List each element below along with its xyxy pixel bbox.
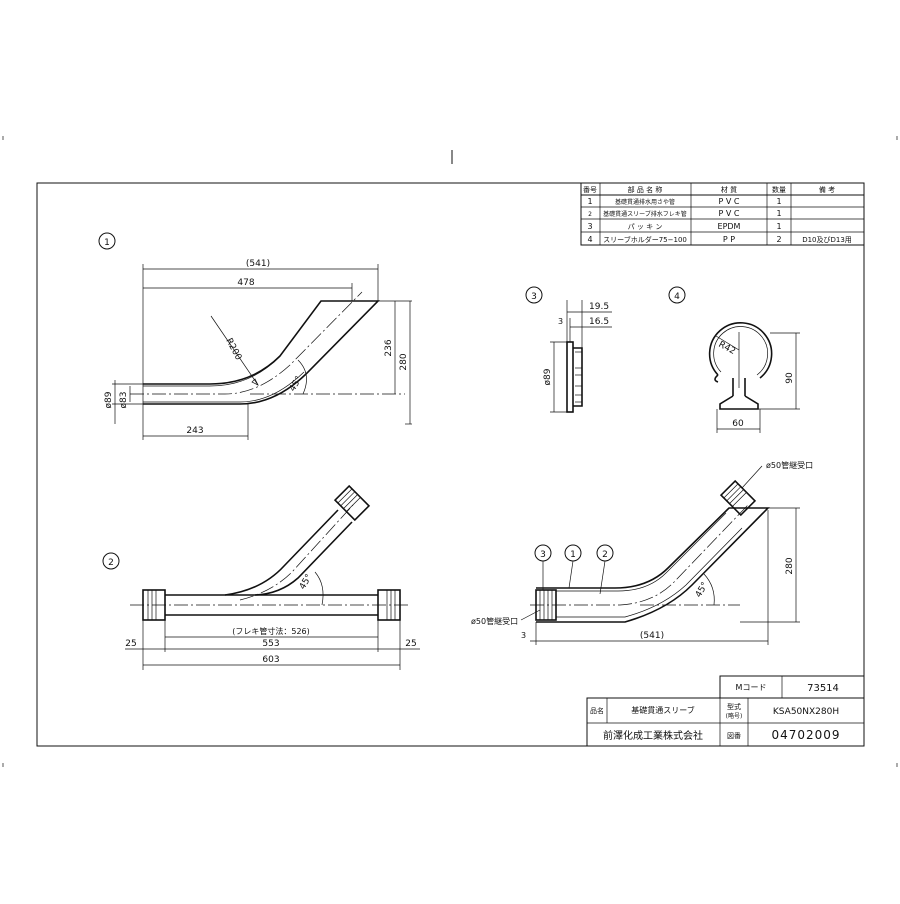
- socket-top-label: ø50管継受口: [766, 460, 813, 470]
- dim-603: 603: [262, 655, 279, 665]
- dim-dia: ø89: [543, 368, 553, 385]
- title-block: Mコード 73514 品名 基礎貫通スリーブ 型式 (略号) KSA50NX28…: [586, 675, 865, 747]
- view-1-sleeve-pipe: 1 R200 45° (541) 478 243 236 2: [98, 232, 412, 440]
- dim-total: (541): [246, 259, 270, 269]
- table-cell: 2: [776, 235, 781, 244]
- parts-table: 番号 部 品 名 称 材 質 数量 備 考 1 基礎貫通排水用さや管 P V C…: [580, 182, 865, 246]
- radius-label: R42: [717, 340, 737, 357]
- dim-541: (541): [640, 631, 664, 641]
- table-cell: P P: [723, 235, 735, 244]
- model-label: 型式: [727, 702, 741, 711]
- dim-25-right: 25: [405, 639, 416, 649]
- view-balloon-label: 1: [104, 238, 110, 248]
- socket-left-label: ø50管継受口: [471, 616, 518, 626]
- dim-236: 236: [384, 339, 394, 356]
- dim-19-5: 19.5: [589, 302, 609, 312]
- table-cell: 2: [588, 211, 592, 218]
- assembly-balloon-label: 3: [540, 550, 546, 560]
- company-name: 前澤化成工業株式会社: [603, 729, 703, 742]
- table-cell: 1: [776, 197, 781, 206]
- dim-553: 553: [262, 639, 279, 649]
- drawing-number: 04702009: [771, 728, 840, 742]
- model-value: KSA50NX280H: [773, 707, 839, 717]
- dim-25-left: 25: [125, 639, 136, 649]
- view-balloon-label: 2: [108, 558, 114, 568]
- name-label: 品名: [590, 706, 604, 715]
- table-header: 番号: [583, 186, 597, 194]
- table-cell: D10及びD13用: [802, 236, 852, 244]
- table-header: 材 質: [721, 185, 737, 194]
- mcode-value: 73514: [807, 683, 839, 694]
- table-cell: パ ッ キ ン: [628, 223, 663, 231]
- table-cell: 基礎貫通排水用さや管: [615, 198, 675, 206]
- dim-280: 280: [399, 353, 409, 370]
- view-balloon-label: 3: [531, 292, 537, 302]
- table-cell: スリーブホルダー75−100: [603, 235, 687, 244]
- assembly-balloon-label: 1: [570, 550, 576, 560]
- assembly-balloon-label: 2: [602, 550, 608, 560]
- table-header: 数量: [772, 185, 786, 194]
- table-cell: P V C: [719, 197, 740, 206]
- dim-60: 60: [732, 419, 744, 429]
- dim-inner-dia: ø83: [119, 392, 129, 409]
- view-2-flex-pipe: 2 45° (フレキ: [102, 484, 420, 670]
- dim-280: 280: [785, 557, 795, 574]
- table-cell: P V C: [719, 209, 740, 218]
- dim-outer-dia: ø89: [104, 391, 114, 408]
- flex-length-label: (フレキ管寸法：526): [232, 626, 310, 636]
- assembly-view: 3 1 2 45° ø50管継受口: [471, 460, 813, 645]
- table-header: 備 考: [819, 185, 835, 194]
- table-header: 部 品 名 称: [628, 185, 663, 194]
- view-4-holder: 4 R42 90 60: [668, 286, 800, 433]
- dim-478: 478: [237, 278, 254, 288]
- dim-3: 3: [521, 631, 526, 640]
- dim-16-5: 16.5: [589, 317, 609, 327]
- table-cell: 4: [587, 235, 592, 244]
- view-balloon: [525, 286, 543, 304]
- table-cell: 基礎貫通スリーブ排水フレキ管: [603, 210, 687, 218]
- product-name: 基礎貫通スリーブ: [631, 705, 695, 715]
- table-cell: 3: [587, 222, 592, 231]
- view-balloon: [98, 232, 116, 250]
- angle-label: 45°: [694, 581, 711, 600]
- drawing-label: 図番: [727, 732, 741, 740]
- radius-label: R200: [223, 337, 243, 363]
- mcode-label: Mコード: [736, 683, 767, 692]
- table-cell: 1: [587, 197, 592, 206]
- table-cell: EPDM: [718, 222, 741, 231]
- view-balloon-label: 4: [674, 292, 680, 302]
- view-balloon: [102, 552, 120, 570]
- table-cell: 1: [776, 222, 781, 231]
- dim-243: 243: [186, 426, 203, 436]
- view-balloon: [668, 286, 686, 304]
- table-cell: 1: [776, 209, 781, 218]
- view-3-packing: 3 19.5 16.5 3 ø89: [525, 286, 612, 413]
- model-sublabel: (略号): [726, 712, 743, 720]
- drawing-border: [36, 182, 865, 747]
- dim-3: 3: [558, 317, 563, 326]
- dim-90: 90: [785, 372, 795, 384]
